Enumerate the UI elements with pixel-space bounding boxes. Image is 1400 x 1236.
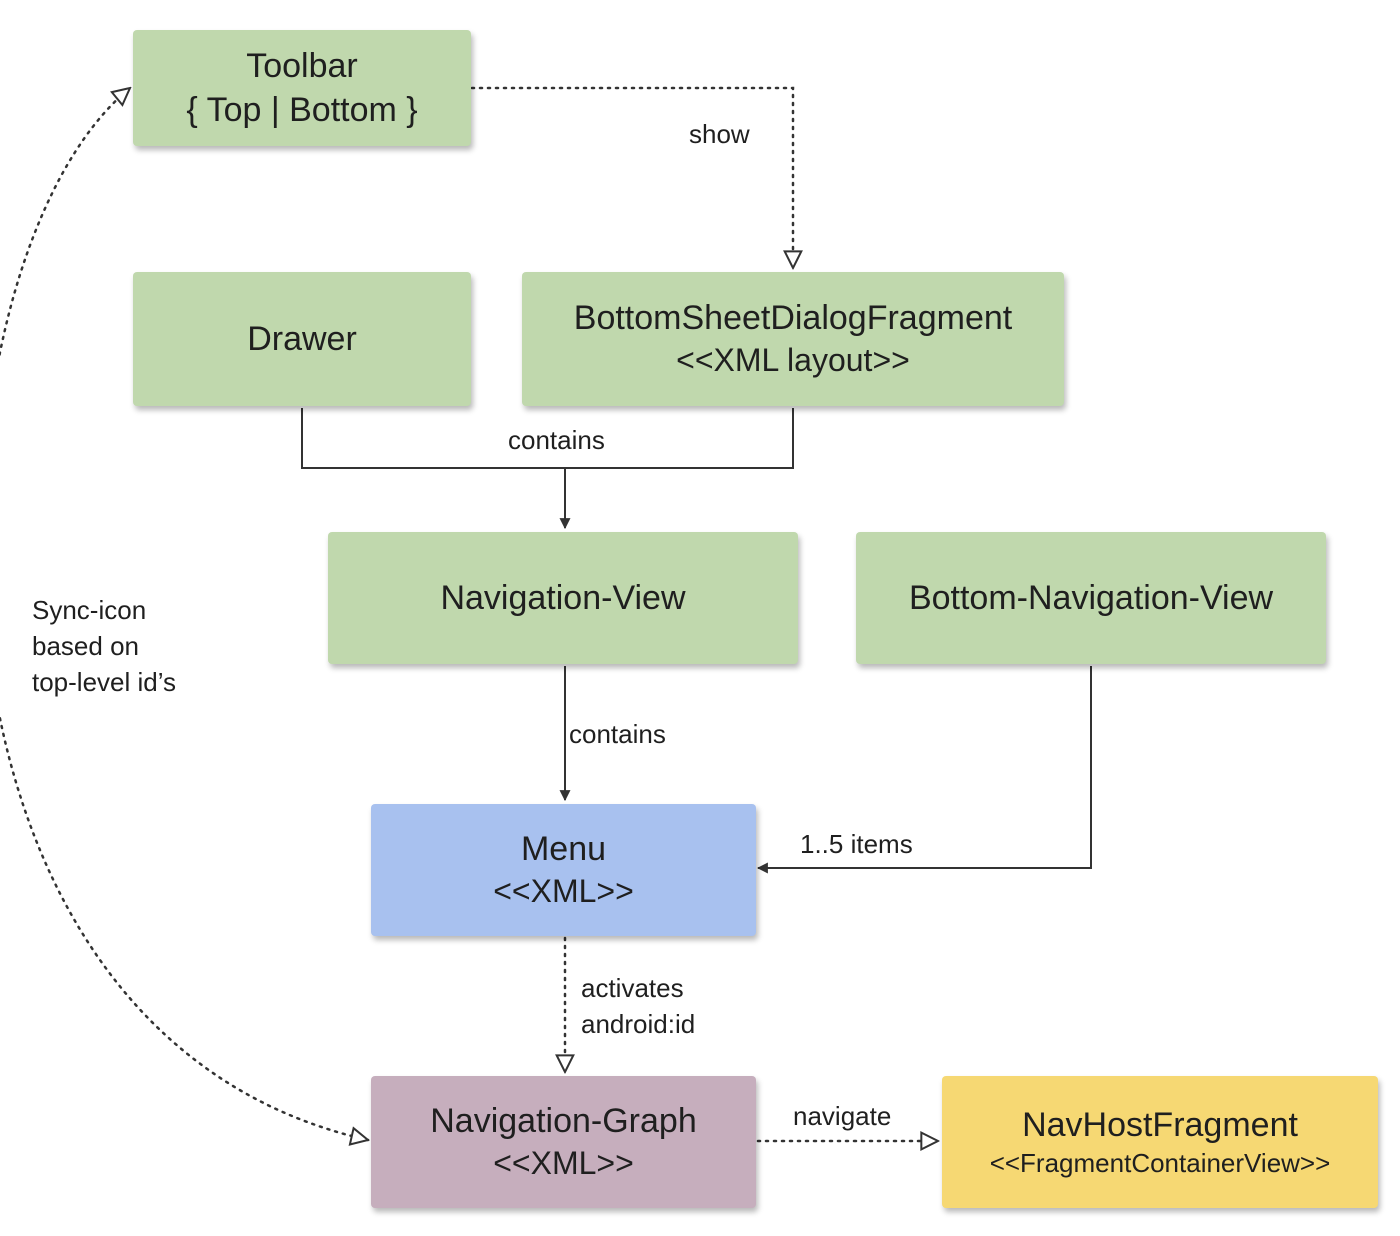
edge-toolbar-to-bottomsheet (470, 86, 793, 268)
edge-bottomsheet-to-junction (565, 408, 794, 469)
menu-title: Menu (520, 830, 607, 869)
bottom-navigation-view-node: Bottom-Navigation-View (856, 532, 1326, 664)
edge-label-android-id: android:id (581, 1009, 696, 1039)
navhost-fragment-node: NavHostFragment <<FragmentContainerView>… (942, 1076, 1378, 1208)
edge-label-contains-top: contains (508, 425, 605, 455)
drawer-title: Drawer (247, 319, 357, 358)
navigation-graph-stereotype: <<XML>> (493, 1145, 634, 1182)
navigation-view-node: Navigation-View (328, 532, 798, 664)
drawer-node: Drawer (133, 272, 471, 406)
edge-label-navigate: navigate (793, 1101, 892, 1131)
edge-bottom-navigation-view-to-menu (756, 666, 1092, 874)
navigation-graph-title: Navigation-Graph (430, 1102, 697, 1141)
edge-label-activates: activates (581, 973, 684, 1003)
bottom-navigation-view-title: Bottom-Navigation-View (908, 578, 1274, 617)
edge-label-top-level-ids: top-level id’s (32, 667, 177, 697)
toolbar-node: Toolbar { Top | Bottom } (133, 30, 471, 146)
navigation-view-title: Navigation-View (440, 578, 686, 617)
toolbar-title: Toolbar (246, 46, 358, 85)
edge-label-show: show (689, 119, 750, 149)
navigation-graph-node: Navigation-Graph <<XML>> (371, 1076, 756, 1208)
toolbar-subtitle: { Top | Bottom } (186, 91, 418, 129)
menu-node: Menu <<XML>> (371, 804, 756, 936)
bottomsheet-title: BottomSheetDialogFragment (573, 299, 1013, 338)
edge-label-based-on: based on (32, 631, 139, 661)
edge-label-items: 1..5 items (800, 829, 913, 859)
edge-label-contains-menu: contains (569, 719, 666, 749)
navhost-fragment-stereotype: <<FragmentContainerView>> (989, 1148, 1331, 1179)
bottomsheet-node: BottomSheetDialogFragment <<XML layout>> (522, 272, 1064, 406)
menu-stereotype: <<XML>> (493, 873, 634, 910)
edge-sync-navigation-graph-toolbar (0, 88, 368, 1140)
bottomsheet-stereotype: <<XML layout>> (676, 342, 910, 379)
edge-label-sync-icon: Sync-icon (32, 595, 147, 625)
navhost-fragment-title: NavHostFragment (1022, 1106, 1298, 1144)
